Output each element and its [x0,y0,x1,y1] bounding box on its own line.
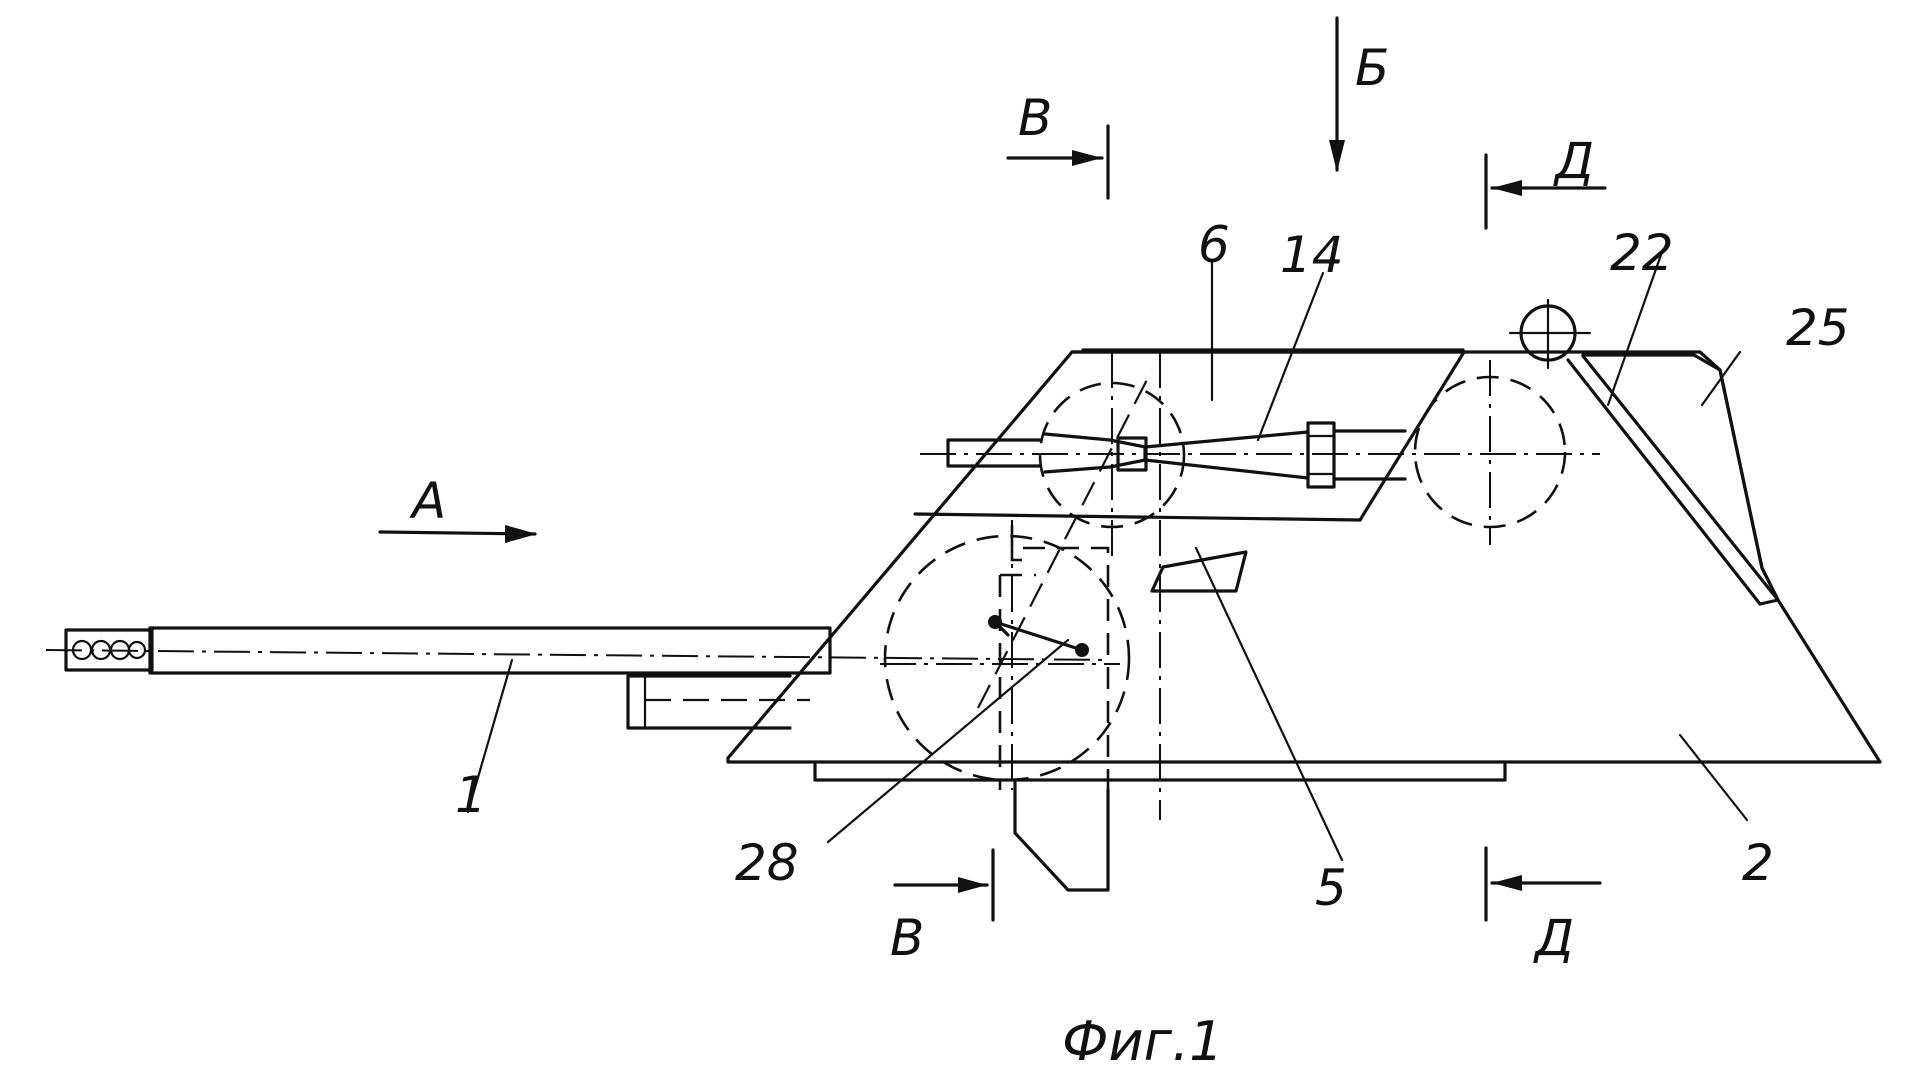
label-view-b: Б [1355,39,1389,97]
small-block [1152,552,1246,591]
section-marks [380,18,1605,920]
label-part-25: 25 [1786,299,1850,357]
label-section-d-top: Д [1553,132,1594,190]
label-part-28: 28 [735,834,799,892]
label-section-v-bottom: В [890,909,924,967]
label-part-14: 14 [1280,226,1344,284]
hidden-features [880,352,1565,820]
roller-wheel [1510,300,1590,368]
right-panel [1568,355,1778,604]
figure-caption: Фиг.1 [1062,1010,1223,1073]
view-labels: А Б В В Д Д [409,39,1594,967]
reference-labels: 1 2 5 6 14 22 25 28 [455,216,1850,917]
label-part-6: 6 [1198,216,1230,274]
lower-bracket [1015,782,1108,890]
label-part-22: 22 [1610,224,1674,282]
label-section-d-bottom: Д [1533,909,1574,967]
label-section-v-top: В [1018,89,1052,147]
label-part-5: 5 [1315,859,1347,917]
barrel [46,628,1110,673]
label-view-a: А [409,472,446,530]
lever-linkage [988,615,1089,657]
leader-lines [468,252,1747,860]
label-part-1: 1 [455,766,487,824]
label-part-2: 2 [1742,834,1774,892]
lower-tube [628,676,810,728]
